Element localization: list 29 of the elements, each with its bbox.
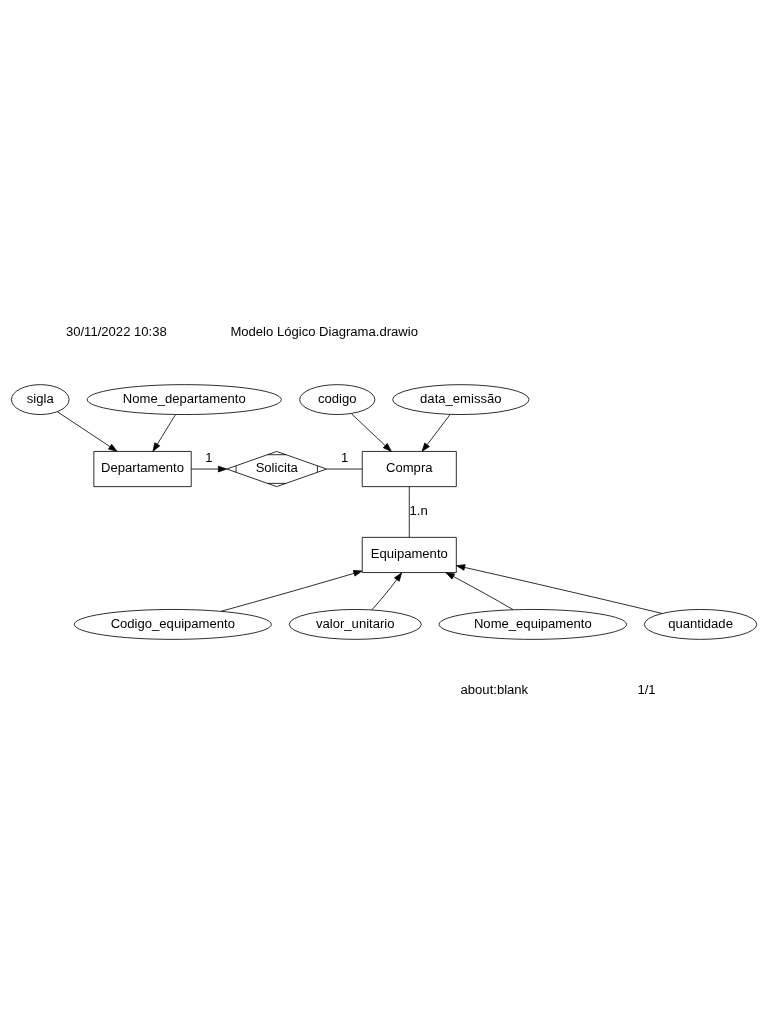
edge-label: 1.n [409,503,428,519]
edge-label: 1 [205,450,213,466]
node-box: Equipamento [361,536,457,573]
node-box: Departamento [93,451,192,488]
arrow [152,414,176,452]
node-ellipse: Codigo_equipamento [73,609,272,640]
arrow [56,411,118,452]
arrow [421,414,451,452]
node-ellipse: sigla [11,384,70,415]
arrow [456,564,663,614]
edge-label: 1 [340,450,349,466]
node-ellipse: Nome_departamento [86,384,282,415]
connector [326,468,363,470]
node-ellipse: Nome_equipamento [438,609,627,640]
label: Modelo Lógico Diagrama.drawio [230,324,418,340]
connector [408,486,410,538]
arrow [190,465,227,473]
arrow [445,572,514,610]
node-ellipse: codigo [299,384,376,415]
node-ellipse: quantidade [643,609,758,640]
label: about:blank [460,682,529,698]
arrow [351,413,392,452]
arrow [220,570,363,612]
node-ellipse: valor_unitario [288,609,422,640]
label: 1/1 [637,682,656,698]
arrow [371,572,402,611]
node-box: Compra [361,451,457,488]
node-ellipse: data_emissão [392,384,530,415]
label: 30/11/2022 10:38 [65,324,167,340]
